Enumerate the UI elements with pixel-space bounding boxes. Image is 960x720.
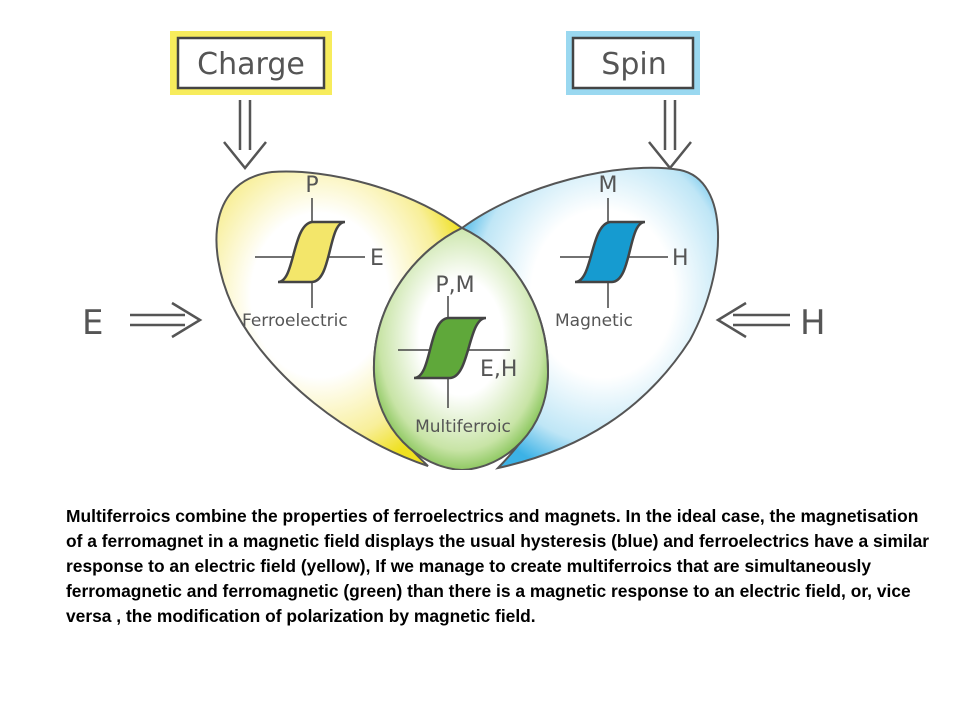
multiferroic-hysteresis: P,M E,H Multiferroic xyxy=(398,273,517,437)
left-arrow-icon xyxy=(715,301,790,339)
magnetic-name: Magnetic xyxy=(555,311,633,331)
caption: Multiferroics combine the properties of … xyxy=(66,504,936,629)
ferroelectric-name: Ferroelectric xyxy=(242,311,348,331)
charge-down-arrow-icon xyxy=(223,100,267,170)
magnetic-y-axis-label: M xyxy=(599,173,618,198)
charge-label: Charge xyxy=(197,47,305,82)
spin-down-arrow-icon xyxy=(648,100,692,170)
spin-box: Spin xyxy=(566,31,700,95)
multiferroic-x-axis-label: E,H xyxy=(480,357,517,382)
right-arrow-icon xyxy=(130,301,203,339)
ferroelectric-y-axis-label: P xyxy=(305,173,318,198)
ferroelectric-hysteresis: P E Ferroelectric xyxy=(242,173,384,331)
charge-box: Charge xyxy=(170,31,332,95)
spin-label: Spin xyxy=(601,47,666,82)
magnetic-hysteresis: M H Magnetic xyxy=(555,173,689,331)
ferroelectric-x-axis-label: E xyxy=(370,246,384,271)
magnetic-field-input: H xyxy=(715,301,826,343)
multiferroic-venn-diagram: Charge Spin P E Ferroelectric M H Magn xyxy=(82,31,826,470)
magnetic-field-label: H xyxy=(800,303,826,343)
multiferroic-y-axis-label: P,M xyxy=(435,273,474,298)
magnetic-x-axis-label: H xyxy=(672,246,689,271)
electric-field-input: E xyxy=(82,301,203,343)
multiferroic-name: Multiferroic xyxy=(415,417,511,437)
caption-text: Multiferroics combine the properties of … xyxy=(66,506,930,626)
electric-field-label: E xyxy=(82,303,103,343)
